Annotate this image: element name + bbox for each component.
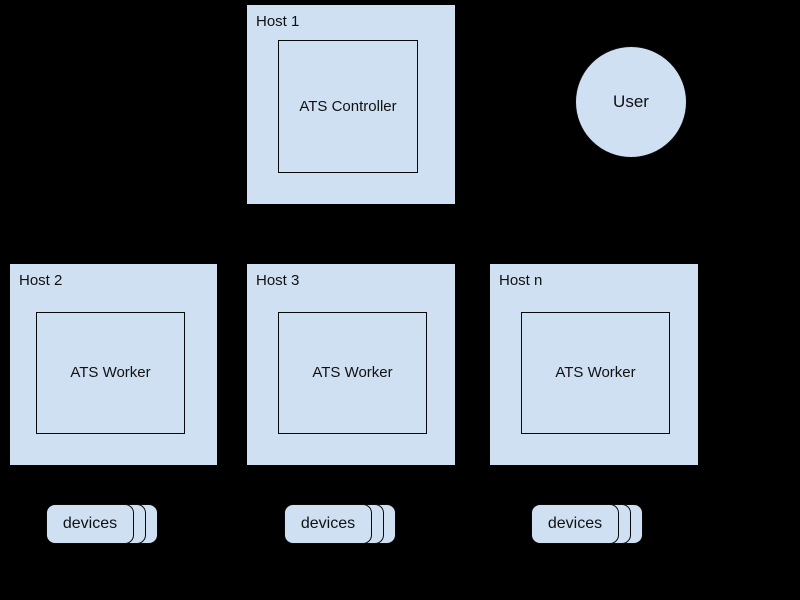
devices-label-host2: devices [62,515,118,532]
host-container-hostn[interactable]: Host n ATS Worker [490,264,698,465]
process-label-ats-worker-n: ATS Worker [555,364,636,381]
host-container-host3[interactable]: Host 3 ATS Worker [247,264,455,465]
host-container-host2[interactable]: Host 2 ATS Worker [10,264,217,465]
devices-sheet-front [46,504,134,544]
devices-stack-host2[interactable]: devices [46,504,158,544]
process-label-ats-worker-3: ATS Worker [312,364,393,381]
host-label-host1: Host 1 [256,13,300,30]
process-box-ats-worker-n[interactable]: ATS Worker [521,312,670,434]
process-box-ats-worker-3[interactable]: ATS Worker [278,312,427,434]
host-container-host1[interactable]: Host 1 ATS Controller [247,5,455,204]
actor-user-label: User [613,92,649,111]
devices-sheet-front [531,504,619,544]
devices-label-hostn: devices [547,515,603,532]
host-label-hostn: Host n [499,272,543,289]
process-box-ats-controller[interactable]: ATS Controller [278,40,418,173]
host-label-host2: Host 2 [19,272,63,289]
host-label-host3: Host 3 [256,272,300,289]
devices-label-host3: devices [300,515,356,532]
devices-stack-hostn[interactable]: devices [531,504,643,544]
process-label-ats-worker-2: ATS Worker [70,364,151,381]
process-label-ats-controller: ATS Controller [299,97,397,115]
devices-stack-host3[interactable]: devices [284,504,396,544]
devices-sheet-front [284,504,372,544]
actor-user[interactable]: User [575,46,687,158]
process-box-ats-worker-2[interactable]: ATS Worker [36,312,185,434]
